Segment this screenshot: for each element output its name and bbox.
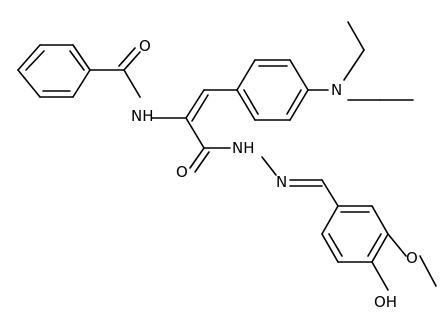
bond [289,59,309,91]
bond [371,261,389,291]
bond [189,147,205,169]
bond-double-inner [25,50,45,71]
bond [289,89,309,121]
bond [236,59,256,91]
bond [321,205,339,235]
bond [321,233,339,263]
bond [347,21,365,51]
bond [321,179,339,207]
amide-nitrogen-label: NH [131,107,154,125]
bond-double-inner [69,50,85,71]
bond [123,69,141,98]
bond [72,44,91,71]
imine-nitrogen-label: N [276,173,287,191]
bond-double-inner [243,89,259,115]
bond [261,156,277,176]
bond [236,89,256,121]
bond [123,51,141,71]
bond [72,69,91,98]
bond [387,233,407,257]
bond [419,255,437,287]
carbonyl-oxygen-left-label: O [139,37,151,55]
bond [343,49,365,81]
bond [371,205,389,235]
bond-double-inner [328,233,343,257]
bond [185,117,205,149]
bond [17,69,41,98]
bond [185,89,205,119]
bonds [17,21,437,291]
bond-double [191,94,209,122]
atom-labels: O NH N O NH N O OH [131,37,418,311]
methoxy-oxygen-label: O [406,249,418,267]
bond-double-inner [286,89,302,115]
bond-double [118,47,136,67]
bond-double-inner [367,233,382,257]
hydrazide-nitrogen-label: NH [232,139,255,157]
bond [371,233,389,263]
diethylamino-nitrogen-label: N [331,81,342,99]
bond-double [194,151,210,173]
hydroxyl-label: OH [374,293,397,311]
carbonyl-oxygen-center-label: O [176,163,188,181]
bond [17,44,41,71]
